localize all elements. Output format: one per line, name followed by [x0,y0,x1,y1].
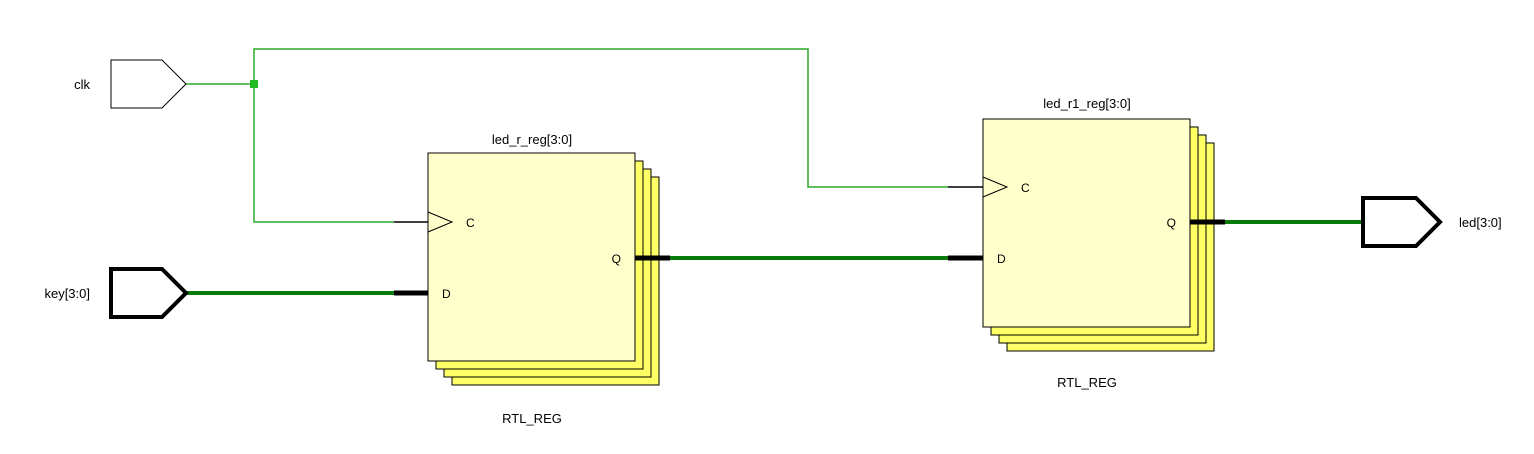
led-output-port[interactable]: led[3:0] [1361,196,1502,248]
clk-port-label: clk [74,77,90,92]
led-r-reg-pin-c-label: C [466,216,475,230]
clk-input-port[interactable]: clk [74,59,187,109]
led-r1-reg-pin-d-label: D [997,252,1006,266]
led-r1-reg-cell-type: RTL_REG [1057,375,1117,390]
led-r-reg-cell[interactable]: led_r_reg[3:0] C D Q RTL_REG [394,132,670,426]
led-r1-reg-cell[interactable]: led_r1_reg[3:0] C D Q RTL_REG [948,96,1225,390]
led-r1-reg-body[interactable] [982,118,1191,328]
bus-nets[interactable] [186,220,1363,295]
led-r-reg-pin-q-label: Q [612,252,621,266]
led-r-reg-pin-d-label: D [442,287,451,301]
led-r1-reg-instance-name: led_r1_reg[3:0] [1043,96,1130,111]
led-r1-reg-clock-triangle-icon [982,176,1009,198]
clk-port-symbol[interactable] [110,59,187,109]
key-port-symbol[interactable] [109,267,189,319]
led-port-symbol[interactable] [1361,196,1443,248]
led-r-reg-cell-type: RTL_REG [502,411,562,426]
key-input-port[interactable]: key[3:0] [44,267,189,319]
led-r-reg-instance-name: led_r_reg[3:0] [492,132,572,147]
clk-net[interactable] [186,48,948,223]
led-r1-reg-pin-c-label: C [1021,181,1030,195]
clk-wire-to-led-r-reg[interactable] [253,84,394,223]
clk-wire-to-led-r1-reg[interactable] [253,48,948,188]
led-r-reg-body[interactable] [427,152,636,362]
led-r-reg-clock-triangle-icon [427,211,454,233]
key-port-label: key[3:0] [44,286,90,301]
led-r1-reg-pin-q-label: Q [1167,216,1176,230]
led-port-label: led[3:0] [1459,215,1502,230]
clk-net-junction[interactable] [250,80,258,88]
